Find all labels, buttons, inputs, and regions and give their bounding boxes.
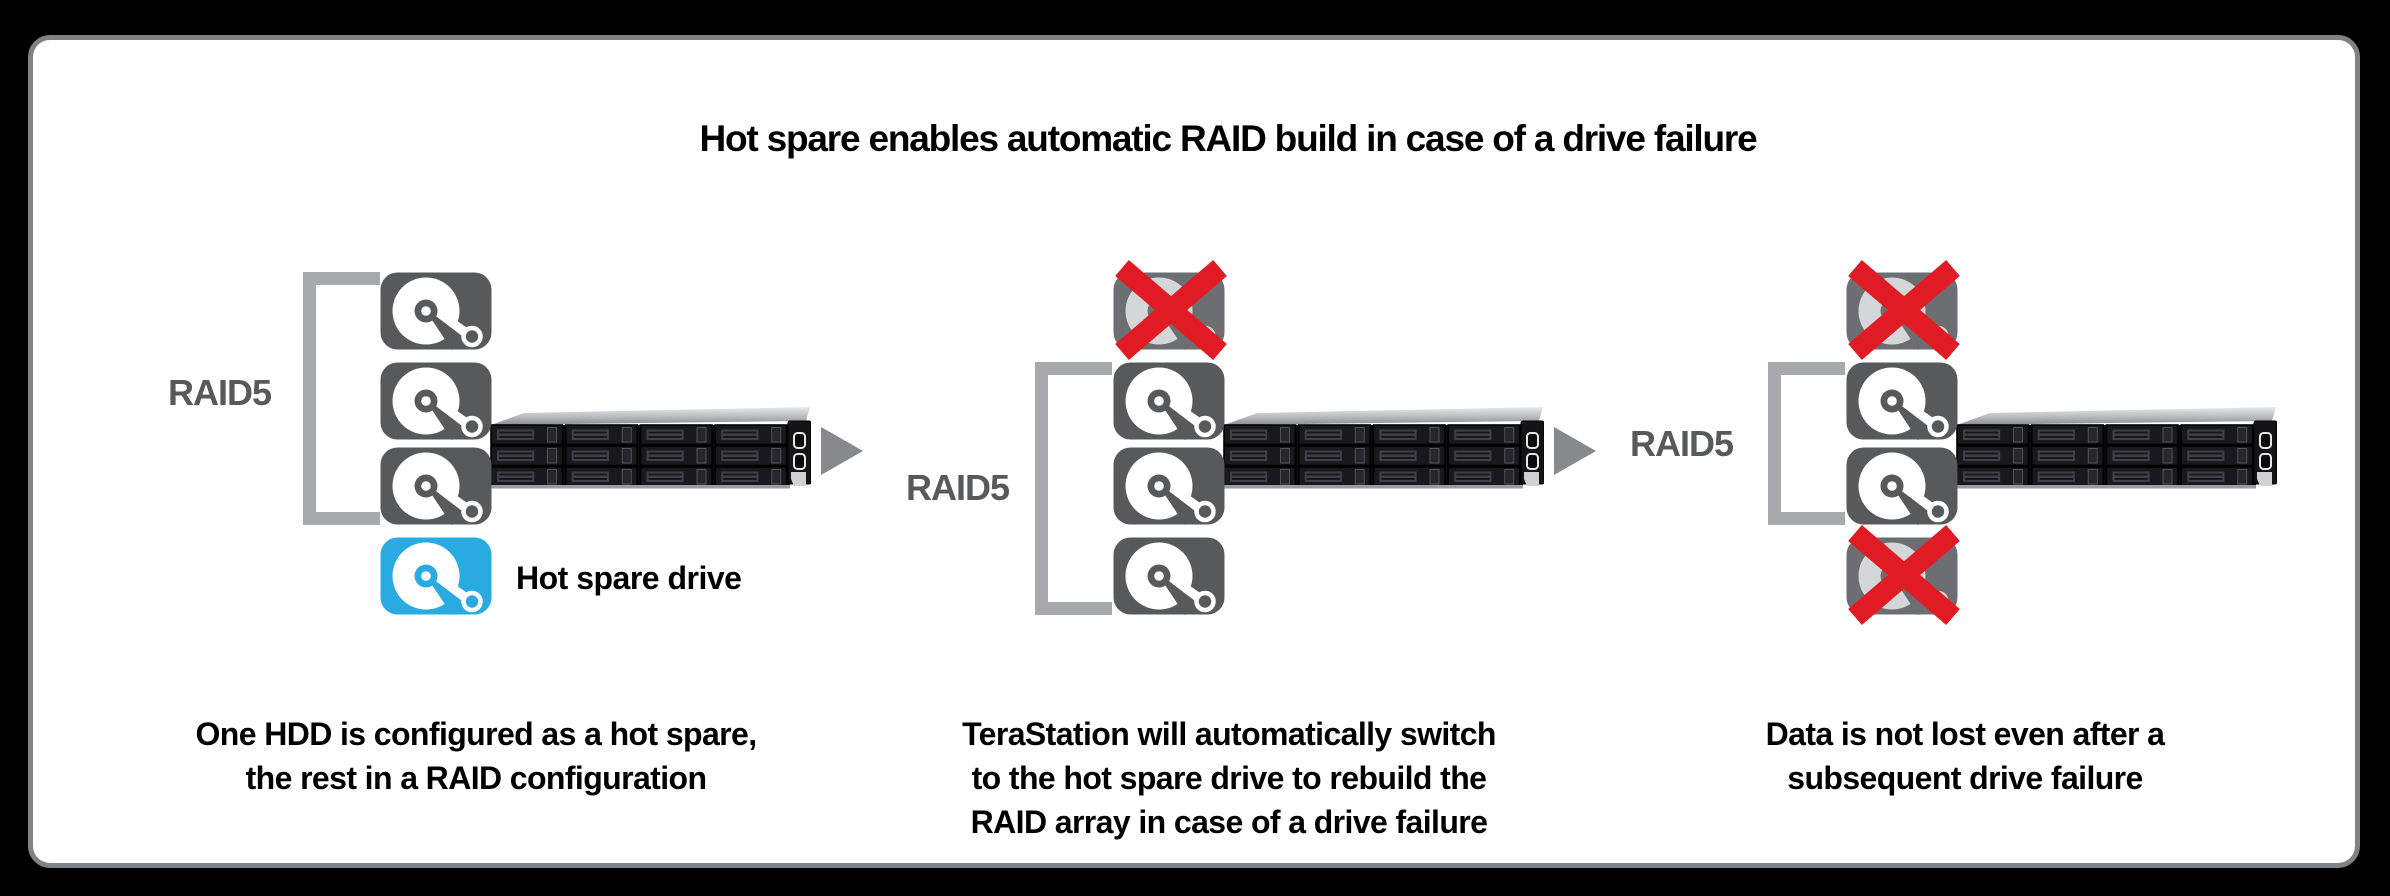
diagram-card: Hot spare enables automatic RAID build i… [28, 35, 2360, 868]
raid5-label: RAID5 [1629, 423, 1734, 464]
drive-stack [1113, 260, 1227, 615]
terastation-image [488, 406, 812, 492]
hdd-icon [380, 447, 492, 525]
raid-group-bracket [303, 272, 380, 525]
panel-caption: TeraStation will automatically switch to… [962, 716, 1496, 840]
failed-drive-icon [1846, 260, 1960, 360]
drive-stack [1846, 260, 1960, 625]
arrow-right-icon [1554, 427, 1596, 475]
diagram-title: Hot spare enables automatic RAID build i… [699, 118, 1758, 159]
hdd-icon [380, 272, 492, 350]
failed-drive-icon [1113, 260, 1227, 360]
hdd-icon [380, 362, 492, 440]
hot-spare-drive-icon [380, 537, 492, 615]
raid-group-bracket [1035, 362, 1112, 615]
hot-spare-label: Hot spare drive [516, 560, 742, 596]
terastation-image [1954, 406, 2278, 492]
drive-stack [380, 272, 492, 615]
raid5-label: RAID5 [167, 372, 272, 413]
arrow-right-icon [821, 427, 863, 475]
hdd-icon [1113, 537, 1225, 615]
hdd-icon [1846, 447, 1958, 525]
terastation-image [1221, 406, 1545, 492]
raid-group-bracket [1768, 362, 1845, 525]
panel-caption: One HDD is configured as a hot spare, th… [195, 716, 757, 796]
failed-drive-icon [1846, 525, 1960, 625]
hdd-icon [1113, 362, 1225, 440]
panel-caption: Data is not lost even after a subsequent… [1765, 716, 2165, 796]
hdd-icon [1113, 447, 1225, 525]
raid5-label: RAID5 [905, 467, 1010, 508]
hdd-icon [1846, 362, 1958, 440]
